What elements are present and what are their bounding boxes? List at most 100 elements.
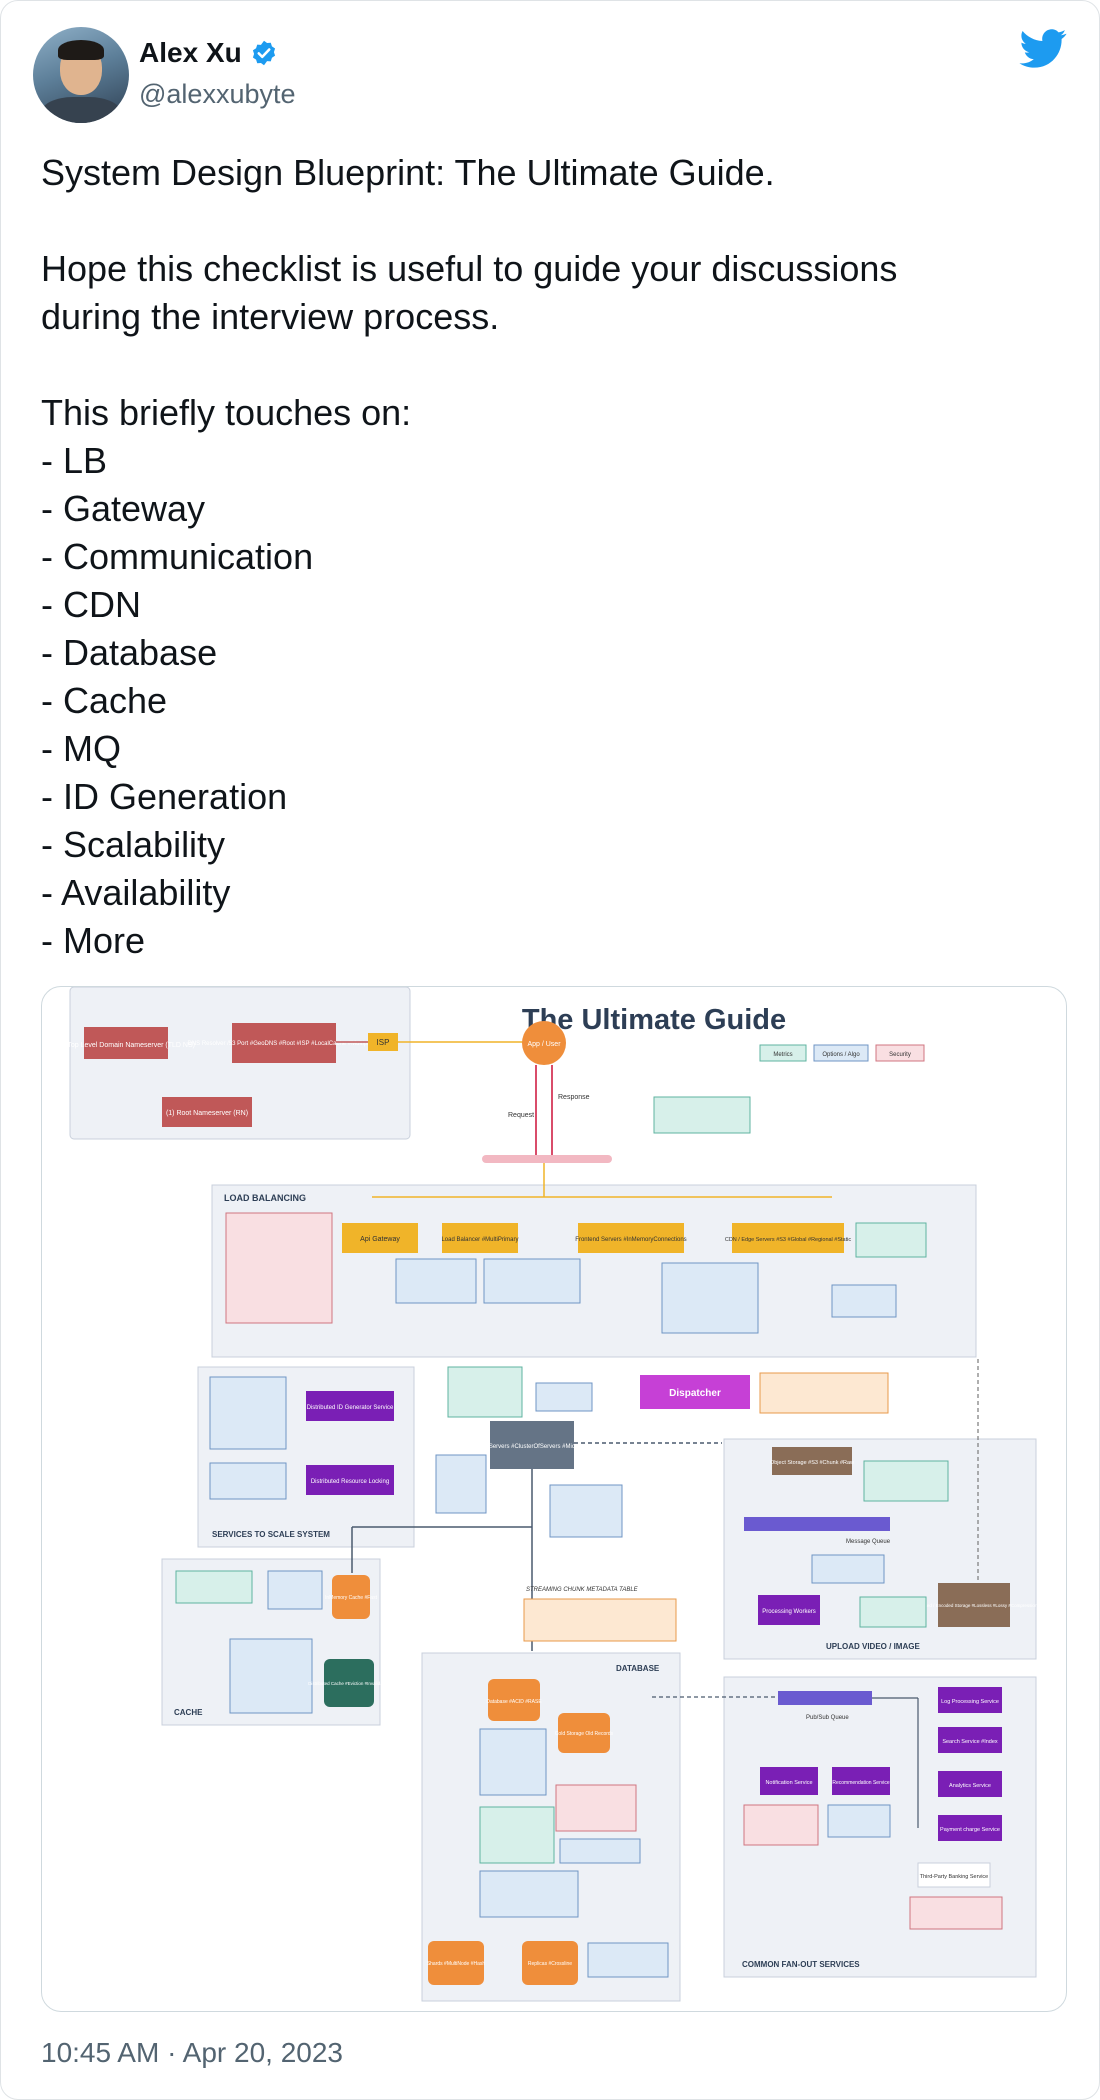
cold-storage-node bbox=[558, 1713, 610, 1753]
dns-resolver-label: DNS Resolver /53 Port #GeoDNS #Root #ISP… bbox=[188, 1041, 381, 1047]
topic-item: - Communication bbox=[41, 536, 314, 577]
root-nameserver-box bbox=[162, 1097, 252, 1127]
author-name-row[interactable]: Alex Xu bbox=[139, 37, 278, 69]
locking-label: Distributed Resource Locking bbox=[311, 1479, 389, 1485]
tweet-line-2a: Hope this checklist is useful to guide y… bbox=[41, 248, 898, 289]
request-label: Request bbox=[508, 1112, 534, 1119]
notification-service-box bbox=[760, 1767, 818, 1795]
analytics-service-box bbox=[938, 1771, 1002, 1797]
log-processing-label: Log Processing Service bbox=[941, 1699, 999, 1705]
third-party-banking-label: Third-Party Banking Service bbox=[920, 1874, 988, 1880]
object-storage-box bbox=[772, 1447, 852, 1475]
load-balancer-label: Load Balancer #MultiPrimary bbox=[441, 1237, 518, 1243]
replicas-node bbox=[522, 1941, 578, 1985]
log-processing-box bbox=[938, 1687, 1002, 1713]
processed-storage-box bbox=[938, 1583, 1010, 1627]
locking-box bbox=[306, 1465, 394, 1495]
pubsub-label: Pub/Sub Queue bbox=[806, 1715, 849, 1721]
shards-node bbox=[428, 1941, 484, 1985]
replicas-label: Replicas #Crossline bbox=[528, 1961, 572, 1967]
avatar-hair bbox=[58, 40, 104, 60]
isp-label: ISP bbox=[377, 1038, 390, 1047]
db-primary-node bbox=[488, 1679, 540, 1721]
processing-workers-box bbox=[758, 1595, 820, 1625]
app-user-label: App / User bbox=[527, 1041, 561, 1048]
dispatcher-box bbox=[640, 1375, 750, 1409]
legend-security-label: Security bbox=[889, 1052, 911, 1058]
tweet-text: System Design Blueprint: The Ultimate Gu… bbox=[41, 149, 1061, 965]
topic-item: - Database bbox=[41, 632, 218, 673]
cdn-box bbox=[732, 1223, 844, 1253]
topic-item: - More bbox=[41, 920, 146, 961]
inmemory-cache-label: InMemory Cache #Fast bbox=[325, 1595, 378, 1601]
inmemory-cache-node bbox=[332, 1575, 370, 1619]
author-name[interactable]: Alex Xu bbox=[139, 37, 242, 68]
avatar-shirt bbox=[41, 97, 121, 123]
cold-storage-label: Cold Storage Old Records bbox=[555, 1731, 614, 1737]
payment-service-label: Payment charge Service bbox=[940, 1827, 1000, 1833]
verified-badge-icon bbox=[252, 40, 275, 66]
object-storage-label: Object Storage #S3 #Chunk #Raw bbox=[770, 1460, 854, 1466]
load-balancing-title: LOAD BALANCING bbox=[224, 1193, 306, 1203]
dns-resolver-box bbox=[232, 1023, 336, 1063]
recommendation-service-label: Recommendation Service bbox=[832, 1780, 889, 1786]
topic-item: - Scalability bbox=[41, 824, 226, 865]
distributed-cache-label: Distributed Cache #Eviction #Invalidatio… bbox=[308, 1681, 390, 1686]
api-gateway-box bbox=[342, 1223, 418, 1253]
message-queue-label: Message Queue bbox=[846, 1539, 891, 1545]
notification-service-label: Notification Service bbox=[765, 1780, 812, 1786]
api-gateway-label: Api Gateway bbox=[360, 1236, 400, 1243]
tweet-timestamp[interactable]: 10:45 AM · Apr 20, 2023 bbox=[41, 2037, 343, 2068]
db-primary-label: Database #ACID #RASE bbox=[486, 1699, 542, 1705]
load-balancer-box bbox=[442, 1223, 518, 1253]
chunk-table-title: STREAMING CHUNK METADATA TABLE bbox=[526, 1587, 639, 1593]
tweet-line-2b: during the interview process. bbox=[41, 296, 500, 337]
legend-metrics-label: Metrics bbox=[773, 1052, 792, 1058]
cdn-label: CDN / Edge Servers #S3 #Global #Regional… bbox=[725, 1237, 852, 1243]
payment-service-box bbox=[938, 1815, 1002, 1841]
diagram-heading: The Ultimate Guide bbox=[522, 1004, 786, 1036]
third-party-banking-box bbox=[917, 1862, 991, 1888]
frontend-servers-label: Frontend Servers #InMemoryConnections bbox=[575, 1237, 686, 1243]
topic-item: - LB bbox=[41, 440, 108, 481]
tld-nameserver-label: (2) Top Level Domain Nameserver (TLD NS) bbox=[57, 1042, 195, 1049]
processed-storage-label: Processed / Encoded Storage #Lossless #L… bbox=[911, 1603, 1038, 1608]
legend-options-label: Options / Algo bbox=[822, 1052, 860, 1058]
topic-item: - MQ bbox=[41, 728, 121, 769]
id-generator-box bbox=[306, 1391, 394, 1421]
dispatcher-label: Dispatcher bbox=[669, 1388, 721, 1399]
id-generator-label: Distributed ID Generator Service bbox=[307, 1405, 394, 1411]
fanout-title: COMMON FAN-OUT SERVICES bbox=[742, 1960, 860, 1969]
tweet-image[interactable]: (2) Top Level Domain Nameserver (TLD NS)… bbox=[41, 986, 1067, 2012]
search-service-label: Search Service #Index bbox=[942, 1739, 998, 1745]
search-service-box bbox=[938, 1727, 1002, 1753]
cache-title: CACHE bbox=[174, 1708, 203, 1717]
backend-servers-label: Backend Servers #ClusterOfServers #Micro… bbox=[464, 1444, 601, 1450]
topic-item: - Gateway bbox=[41, 488, 206, 529]
root-nameserver-label: (1) Root Nameserver (RN) bbox=[166, 1110, 248, 1117]
isp-box bbox=[368, 1033, 398, 1051]
scale-title: SERVICES TO SCALE SYSTEM bbox=[212, 1530, 330, 1539]
legend-security bbox=[875, 1044, 925, 1062]
tweet-intro: This briefly touches on: bbox=[41, 392, 412, 433]
legend-metrics bbox=[759, 1044, 807, 1062]
legend-options bbox=[813, 1044, 869, 1062]
recommendation-service-box bbox=[832, 1767, 890, 1795]
frontend-servers-box bbox=[578, 1223, 684, 1253]
load-balancing-panel bbox=[211, 1184, 977, 1358]
author-handle[interactable]: @alexxubyte bbox=[139, 79, 296, 109]
backend-servers-box bbox=[490, 1421, 574, 1469]
topic-item: - ID Generation bbox=[41, 776, 288, 817]
shards-label: Shards #MultiNode #Hash bbox=[427, 1961, 486, 1967]
topic-item: - Availability bbox=[41, 872, 231, 913]
database-title: DATABASE bbox=[616, 1664, 660, 1673]
response-label: Response bbox=[558, 1094, 590, 1101]
topic-item: - CDN bbox=[41, 584, 141, 625]
topic-item: - Cache bbox=[41, 680, 168, 721]
avatar[interactable] bbox=[33, 27, 129, 123]
upload-title: UPLOAD VIDEO / IMAGE bbox=[826, 1642, 920, 1651]
tweet-title-line: System Design Blueprint: The Ultimate Gu… bbox=[41, 152, 775, 193]
tld-nameserver-box bbox=[84, 1027, 168, 1059]
twitter-bird-icon[interactable] bbox=[1019, 29, 1067, 69]
